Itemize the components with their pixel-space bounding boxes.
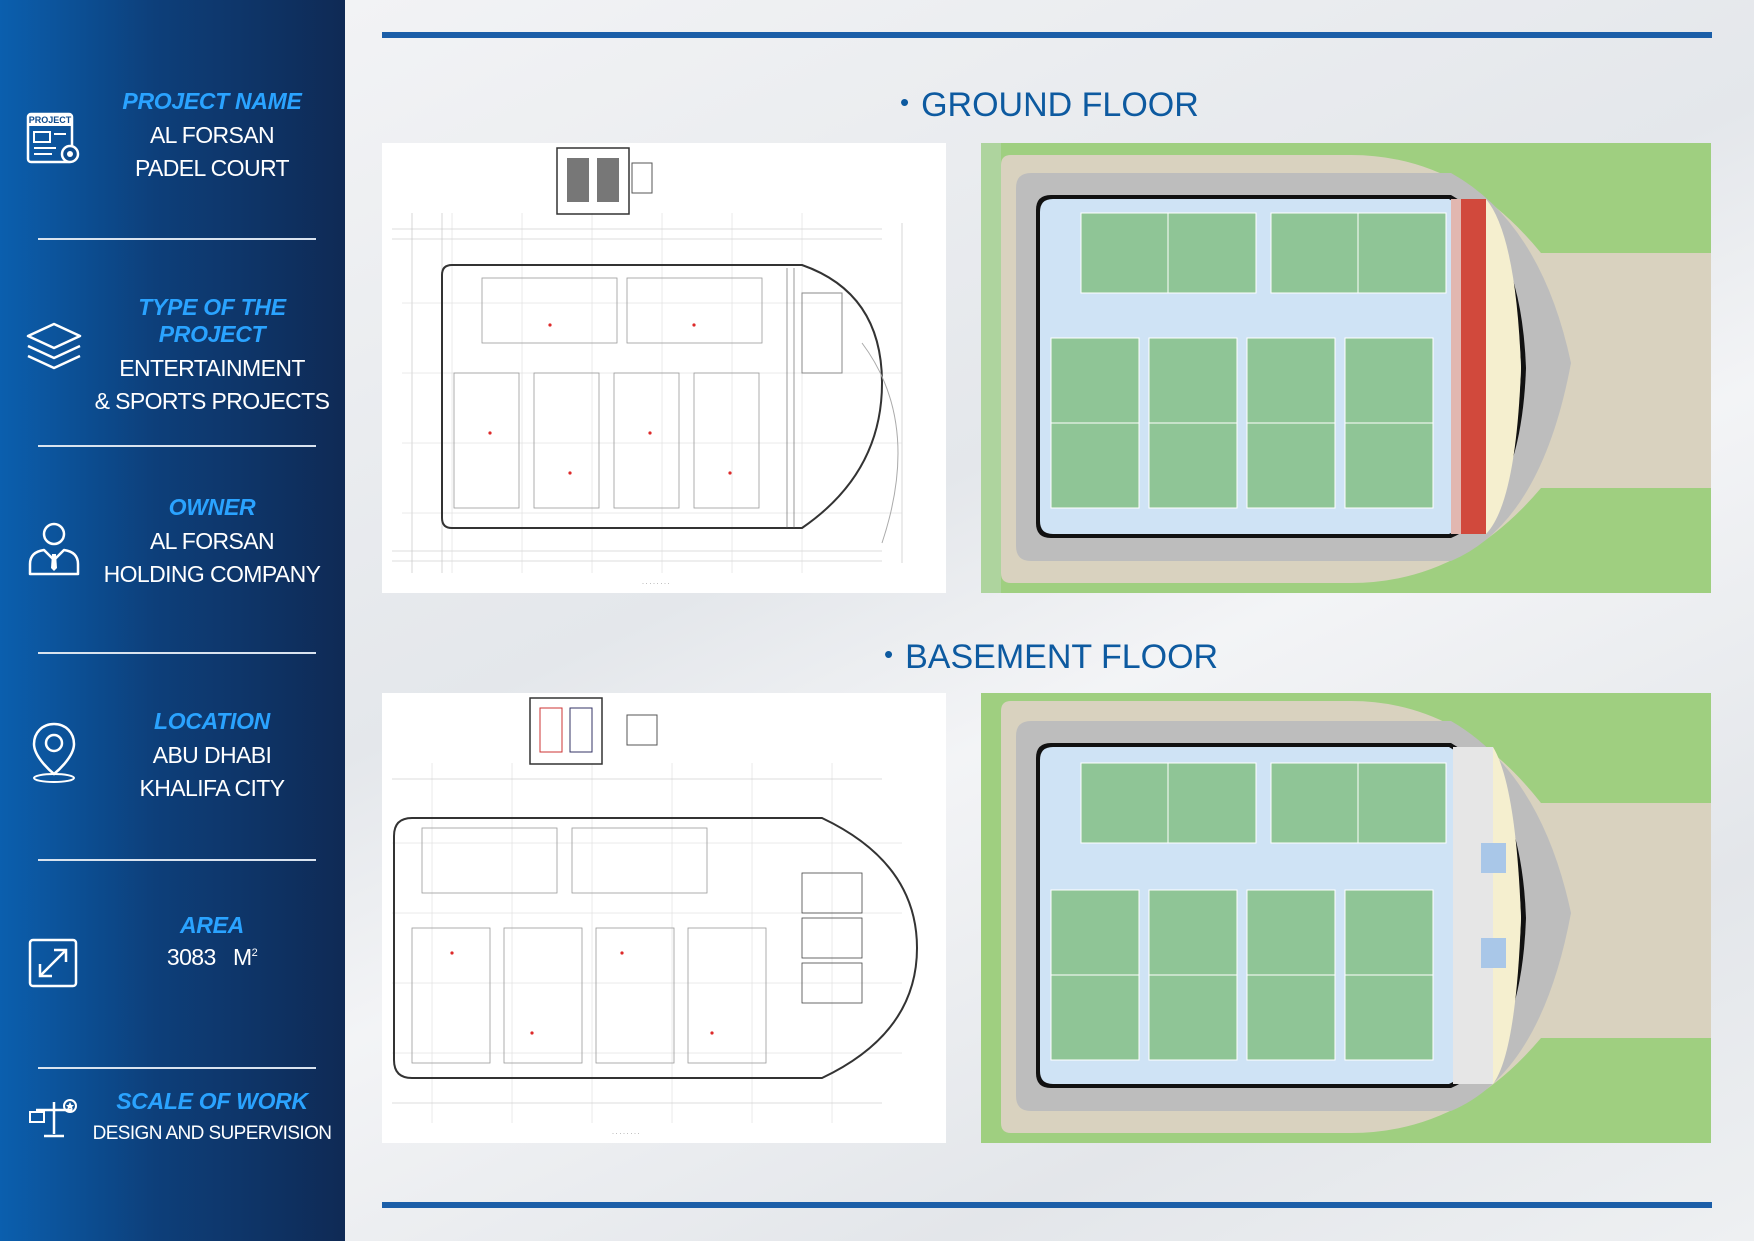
location-line1: ABU DHABI	[152, 742, 272, 768]
project-document-icon: PROJECT	[26, 112, 80, 164]
owner-line2: HOLDING COMPANY	[103, 561, 321, 587]
project-type-line1: ENTERTAINMENT	[119, 355, 305, 381]
divider	[38, 238, 316, 240]
bottom-rule	[382, 1202, 1712, 1208]
project-type-label: TYPE OF THE PROJECT	[138, 294, 286, 347]
owner-line1: AL FORSAN	[149, 528, 275, 554]
project-type-line2: & SPORTS PROJECTS	[94, 388, 330, 414]
area-section: AREA 3083 M2	[0, 912, 345, 1002]
divider	[38, 1067, 316, 1069]
map-pin-icon	[32, 722, 76, 783]
ground-floor-cad-drawing: · · · · · · · ·	[382, 143, 946, 593]
ground-floor-rendered-plan	[981, 143, 1711, 593]
project-name-line1: AL FORSAN	[149, 122, 275, 148]
layers-icon	[26, 322, 82, 370]
project-type-section: TYPE OF THE PROJECT ENTERTAINMENT & SPOR…	[0, 294, 345, 414]
ground-floor-heading: •GROUND FLOOR	[900, 86, 1199, 124]
project-info-sidebar: PROJECT PROJECT NAME AL FORSAN PADEL COU…	[0, 0, 345, 1241]
divider	[38, 859, 316, 861]
basement-floor-cad-drawing: · · · · · · · ·	[382, 693, 946, 1143]
scale-balance-icon	[29, 1099, 77, 1138]
scale-value: DESIGN AND SUPERVISION	[92, 1123, 332, 1144]
area-value-line: 3083 M2	[92, 941, 332, 974]
basement-floor-rendered-plan	[981, 693, 1711, 1143]
top-rule	[382, 32, 1712, 38]
svg-text:PROJECT: PROJECT	[29, 115, 72, 125]
divider	[38, 445, 316, 447]
divider	[38, 652, 316, 654]
scale-section: SCALE OF WORK DESIGN AND SUPERVISION	[0, 1088, 345, 1158]
businessman-icon	[28, 522, 80, 576]
owner-section: OWNER AL FORSAN HOLDING COMPANY	[0, 494, 345, 604]
svg-text:· · · · · · · ·: · · · · · · · ·	[642, 581, 670, 587]
location-section: LOCATION ABU DHABI KHALIFA CITY	[0, 708, 345, 818]
area-unit-sup: 2	[251, 947, 258, 959]
location-line2: KHALIFA CITY	[139, 775, 286, 801]
basement-floor-heading: •BASEMENT FLOOR	[884, 638, 1219, 676]
project-name-section: PROJECT PROJECT NAME AL FORSAN PADEL COU…	[0, 88, 345, 198]
owner-label: OWNER	[168, 494, 256, 520]
project-name-line2: PADEL COURT	[134, 155, 290, 181]
location-label: LOCATION	[154, 708, 270, 734]
area-value: 3083	[166, 944, 216, 970]
svg-text:· · · · · · · ·: · · · · · · · ·	[612, 1131, 640, 1137]
area-label: AREA	[180, 912, 244, 938]
project-name-label: PROJECT NAME	[122, 88, 302, 114]
expand-arrows-icon	[28, 938, 78, 988]
scale-label: SCALE OF WORK	[116, 1088, 308, 1114]
area-unit: M	[233, 944, 252, 970]
